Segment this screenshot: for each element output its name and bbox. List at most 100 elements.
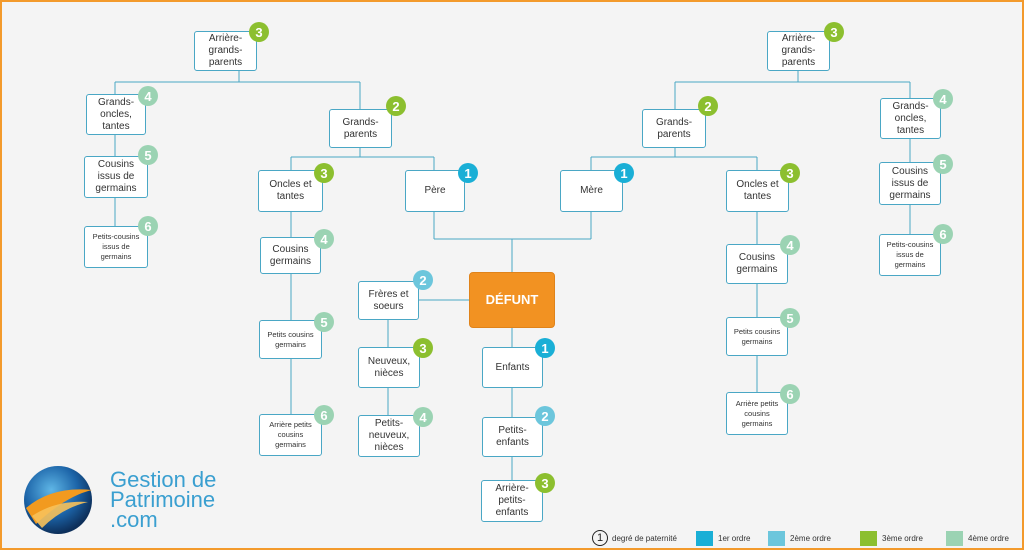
legend-label: 1er ordre	[718, 533, 751, 543]
degree-badge: 3	[249, 22, 269, 42]
node-petits-enfants: Petits-enfants	[482, 417, 543, 457]
node-petits-neveux: Petits-neuveux, nièces	[358, 415, 420, 457]
node-label: Petits-cousins issus de germains	[92, 232, 140, 261]
node-label: Grands-oncles, tantes	[892, 100, 929, 136]
node-petits-cousins-left: Petits cousins germains	[259, 320, 322, 359]
degree-badge: 5	[780, 308, 800, 328]
brand-name: Gestion de Patrimoine .com	[110, 467, 217, 532]
degree-badge: 5	[933, 154, 953, 174]
node-grands-parents-left: Grands-parents	[329, 109, 392, 148]
legend-item-4: 4ème ordre	[946, 528, 1009, 548]
degree-badge: 3	[314, 163, 334, 183]
central-label: DÉFUNT	[485, 292, 539, 307]
degree-badge: 1	[614, 163, 634, 183]
degree-badge: 3	[824, 22, 844, 42]
legend-swatch	[696, 530, 713, 546]
node-pere: Père	[405, 170, 465, 212]
node-cousins-issus-right: Cousins issus de germains	[879, 162, 941, 205]
node-label: Petits-neuveux, nièces	[368, 418, 410, 453]
node-grands-oncles-left: Grands-oncles, tantes	[86, 94, 146, 135]
node-label: Oncles et tantes	[736, 179, 779, 202]
node-label: Arrière petits cousins germains	[735, 398, 779, 428]
node-label: Arrière-petits-enfants	[495, 483, 529, 518]
legend-label: 2ème ordre	[790, 533, 831, 543]
legend-circle-icon: 1	[592, 530, 608, 546]
degree-badge: 4	[314, 229, 334, 249]
degree-badge: 4	[933, 89, 953, 109]
legend-degree-label: degré de paternité	[612, 533, 677, 543]
legend-degree: 1 degré de paternité	[592, 528, 677, 548]
node-label: Cousins germains	[269, 243, 312, 267]
node-label: Enfants	[495, 361, 530, 373]
legend-label: 4ème ordre	[968, 533, 1009, 543]
node-petits-cousins-issus-left: Petits-cousins issus de germains	[84, 226, 148, 268]
degree-badge: 3	[780, 163, 800, 183]
degree-badge: 2	[413, 270, 433, 290]
node-arriere-petits-cousins-right: Arrière petits cousins germains	[726, 392, 788, 435]
node-label: Petits cousins germains	[733, 326, 781, 346]
node-label: Petits-cousins issus de germains	[886, 240, 934, 269]
degree-badge: 6	[780, 384, 800, 404]
brand-line-1: Gestion de	[110, 467, 217, 492]
degree-badge: 3	[413, 338, 433, 358]
node-label: Mère	[580, 185, 603, 196]
legend-swatch	[768, 530, 785, 546]
degree-badge: 2	[698, 96, 718, 116]
node-grands-parents-right: Grands-parents	[642, 109, 706, 148]
node-arriere-petits-cousins-left: Arrière petits cousins germains	[259, 414, 322, 456]
node-label: Cousins germains	[736, 252, 778, 275]
degree-badge: 5	[314, 312, 334, 332]
node-label: Petits-enfants	[496, 425, 529, 448]
node-cousins-issus-left: Cousins issus de germains	[84, 156, 148, 198]
node-enfants: Enfants	[482, 347, 543, 388]
node-label: Neuveux, nièces	[367, 355, 411, 379]
globe-logo-icon	[24, 466, 92, 534]
node-petits-cousins-right: Petits cousins germains	[726, 317, 788, 356]
node-label: Grands-oncles, tantes	[97, 96, 135, 132]
legend-label: 3ème ordre	[882, 533, 923, 543]
degree-badge: 1	[458, 163, 478, 183]
node-grands-oncles-right: Grands-oncles, tantes	[880, 98, 941, 139]
node-label: Oncles et tantes	[269, 179, 312, 202]
node-arriere-petits-enfants: Arrière-petits-enfants	[481, 480, 543, 522]
node-label: Arrière petits cousins germains	[269, 420, 312, 449]
node-label: Frères et soeurs	[368, 288, 409, 312]
degree-badge: 4	[780, 235, 800, 255]
brand-line-2: Patrimoine	[110, 487, 216, 512]
degree-badge: 2	[535, 406, 555, 426]
degree-badge: 3	[535, 473, 555, 493]
brand-line-3: .com	[110, 507, 158, 532]
node-neveux: Neuveux, nièces	[358, 347, 420, 388]
node-oncles-tantes-left: Oncles et tantes	[258, 170, 323, 212]
node-label: Grands-parents	[655, 116, 693, 140]
node-petits-cousins-issus-right: Petits-cousins issus de germains	[879, 234, 941, 276]
node-arriere-grands-parents-left: Arrière-grands-parents	[194, 31, 257, 71]
node-label: Arrière-grands-parents	[781, 33, 816, 68]
node-label: Petits cousins germains	[267, 329, 314, 349]
degree-badge: 6	[933, 224, 953, 244]
degree-badge: 6	[314, 405, 334, 425]
node-freres-soeurs: Frères et soeurs	[358, 281, 419, 320]
node-label: Arrière-grands-parents	[208, 33, 243, 68]
legend-swatch	[946, 530, 963, 546]
node-cousins-germains-right: Cousins germains	[726, 244, 788, 284]
degree-badge: 1	[535, 338, 555, 358]
node-label: Père	[424, 185, 446, 196]
node-cousins-germains-left: Cousins germains	[260, 237, 321, 274]
degree-badge: 2	[386, 96, 406, 116]
node-label: Cousins issus de germains	[889, 165, 931, 201]
degree-badge: 4	[138, 86, 158, 106]
legend-item-2: 2ème ordre	[768, 528, 831, 548]
degree-badge: 5	[138, 145, 158, 165]
legend-item-3: 3ème ordre	[860, 528, 923, 548]
legend-item-1: 1er ordre	[696, 528, 750, 548]
node-label: Grands-parents	[342, 116, 379, 140]
degree-badge: 6	[138, 216, 158, 236]
node-mere: Mère	[560, 170, 623, 212]
node-arriere-grands-parents-right: Arrière-grands-parents	[767, 31, 830, 71]
node-label: Cousins issus de germains	[95, 159, 137, 194]
degree-badge: 4	[413, 407, 433, 427]
node-oncles-tantes-right: Oncles et tantes	[726, 170, 789, 212]
